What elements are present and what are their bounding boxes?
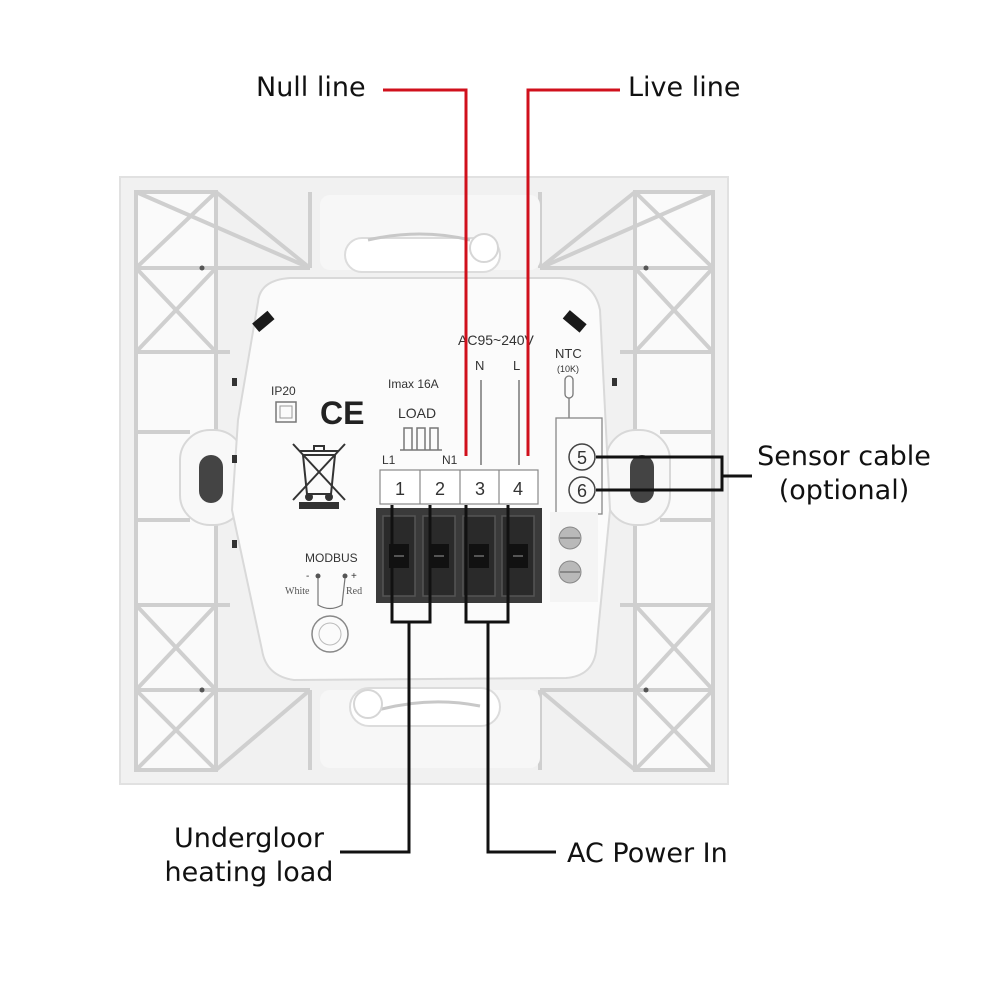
sensor-terminal-5	[568, 443, 596, 471]
ce-mark: CE	[320, 395, 364, 431]
live-line-leader	[526, 88, 620, 456]
screw-terminal-block	[376, 508, 542, 603]
side-notches	[232, 378, 617, 548]
modbus-port-inner	[318, 622, 342, 646]
screw-dots	[199, 265, 649, 693]
voltage-label: AC95~240V	[458, 332, 535, 348]
top-mounting-slot	[320, 195, 540, 273]
ac-power-callout: AC Power In	[567, 838, 728, 869]
right-side-ear	[605, 429, 671, 526]
terminal-label-row	[379, 469, 539, 505]
sensor-bracket	[596, 455, 724, 492]
load-heater-symbol	[400, 427, 442, 451]
sensor-terminal-6	[568, 476, 596, 504]
l1-label: L1	[382, 453, 396, 467]
sensor-cable-callout-line1: Sensor cable	[757, 441, 931, 472]
terminal-1-number: 1	[395, 479, 405, 499]
modbus-wires	[317, 577, 346, 610]
left-side-ear	[179, 429, 245, 526]
ip20-box	[275, 401, 297, 423]
sensor-cable-callout: Sensor cable (optional)	[752, 440, 936, 508]
load-leader	[340, 622, 411, 854]
heating-load-callout: Undergloor heating load	[160, 822, 338, 890]
modbus-label: MODBUS	[305, 551, 358, 565]
left-latch	[252, 310, 275, 333]
null-line-callout: Null line	[256, 72, 366, 103]
sensor-screws	[550, 512, 598, 602]
ntc-label: NTC	[555, 346, 582, 361]
modbus-minus-terminal	[315, 573, 321, 579]
sensor-terminal-6-number: 6	[577, 481, 587, 501]
l-label: L	[513, 358, 520, 373]
heating-load-callout-line2: heating load	[164, 856, 334, 888]
left-rib-grid	[134, 190, 312, 772]
ip20-box-inner	[279, 405, 293, 419]
null-line-leader	[383, 88, 468, 456]
ip20-label: IP20	[271, 384, 296, 398]
terminal-4-number: 4	[513, 479, 523, 499]
n-label: N	[475, 358, 484, 373]
terminal-2-number: 2	[435, 479, 445, 499]
sensor-terminal-5-number: 5	[577, 448, 587, 468]
live-line-callout: Live line	[628, 72, 741, 103]
modbus-plus-label: +	[351, 571, 357, 582]
load-label: LOAD	[398, 405, 436, 421]
n1-label: N1	[442, 453, 458, 467]
heating-load-callout-line1: Undergloor	[173, 823, 325, 854]
terminal-3-number: 3	[475, 479, 485, 499]
load-bracket	[390, 505, 432, 624]
sensor-cable-callout-line2: (optional)	[778, 474, 910, 506]
modbus-white-label: White	[285, 586, 310, 597]
modbus-minus-label: -	[306, 571, 309, 582]
modbus-port	[311, 615, 349, 653]
imax-label: Imax 16A	[388, 377, 439, 391]
ac-power-leader	[486, 622, 556, 854]
modbus-red-label: Red	[346, 586, 362, 597]
right-latch	[562, 310, 587, 333]
bottom-mounting-slot	[320, 687, 540, 768]
ntc-value-label: (10K)	[557, 364, 579, 374]
weee-bin-icon	[292, 443, 346, 509]
modbus-plus-terminal	[342, 573, 348, 579]
